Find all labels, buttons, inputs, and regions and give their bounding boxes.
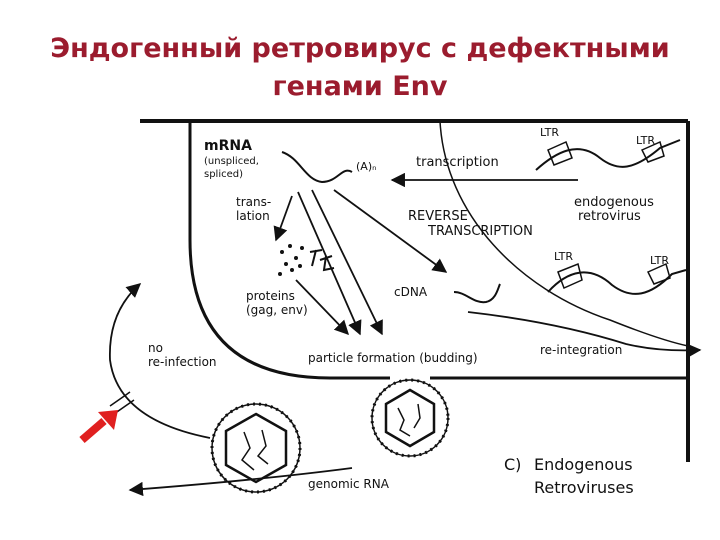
no-reinfection-label-1: no [148, 341, 163, 355]
released-virion [210, 402, 302, 494]
blocked-infection-arrow [79, 410, 118, 444]
proteins-label-1: proteins [246, 289, 295, 303]
title-line-1: Эндогенный ретровирус с дефектными [50, 33, 670, 64]
ltr-label-1: LTR [540, 126, 559, 139]
reverse-label-2: TRANSCRIPTION [427, 224, 533, 239]
provirus-dna-1 [535, 139, 681, 171]
mrna-label: mRNA [204, 138, 252, 154]
budding-label: particle formation (budding) [308, 351, 478, 365]
ltr-label-2: LTR [636, 134, 655, 147]
genomic-rna-label: genomic RNA [308, 477, 390, 491]
endogenous-label-1: endogenous [574, 195, 654, 210]
cdna-label: cDNA [394, 285, 428, 299]
arrow-reverse-transcription [333, 189, 448, 273]
caption-line-1: Endogenous [534, 455, 633, 474]
arrow-proteins-to-budding [295, 279, 349, 336]
mrna-sublabel-2: spliced) [204, 169, 243, 180]
arrow-mrna-to-budding-1 [297, 191, 362, 336]
translation-label-1: trans- [236, 195, 271, 209]
polya-label: (A)ₙ [356, 160, 377, 173]
reintegration-label: re-integration [540, 343, 622, 357]
cell-membrane-left-curve [188, 121, 390, 380]
title-line-2: генами Env [272, 71, 448, 102]
arrow-translation [273, 195, 293, 242]
no-reinfection-label-2: re-infection [148, 355, 217, 369]
mrna-strand [281, 151, 353, 184]
arrow-reintegration [467, 311, 702, 358]
cdna-strand [453, 283, 501, 304]
ltr-label-3: LTR [554, 250, 573, 263]
mrna-sublabel-1: (unspliced, [204, 156, 259, 167]
proteins-label-2: (gag, env) [246, 303, 308, 317]
protein-fragments [278, 244, 335, 276]
caption-line-2: Retroviruses [534, 478, 634, 497]
budding-virion [370, 378, 450, 458]
transcription-label: transcription [416, 155, 499, 170]
provirus-dna-2 [547, 262, 687, 295]
ltr-label-4: LTR [650, 254, 669, 267]
caption-letter: C) [504, 455, 521, 474]
translation-label-2: lation [236, 209, 270, 223]
endogenous-label-2: retrovirus [578, 209, 641, 224]
slide-title: Эндогенный ретровирус с дефектными генам… [0, 30, 720, 106]
nucleus-boundary [439, 120, 689, 347]
arrow-no-reinfection [109, 283, 211, 439]
arrow-mrna-to-budding-2 [311, 189, 383, 336]
reverse-label-1: REVERSE [408, 209, 468, 224]
